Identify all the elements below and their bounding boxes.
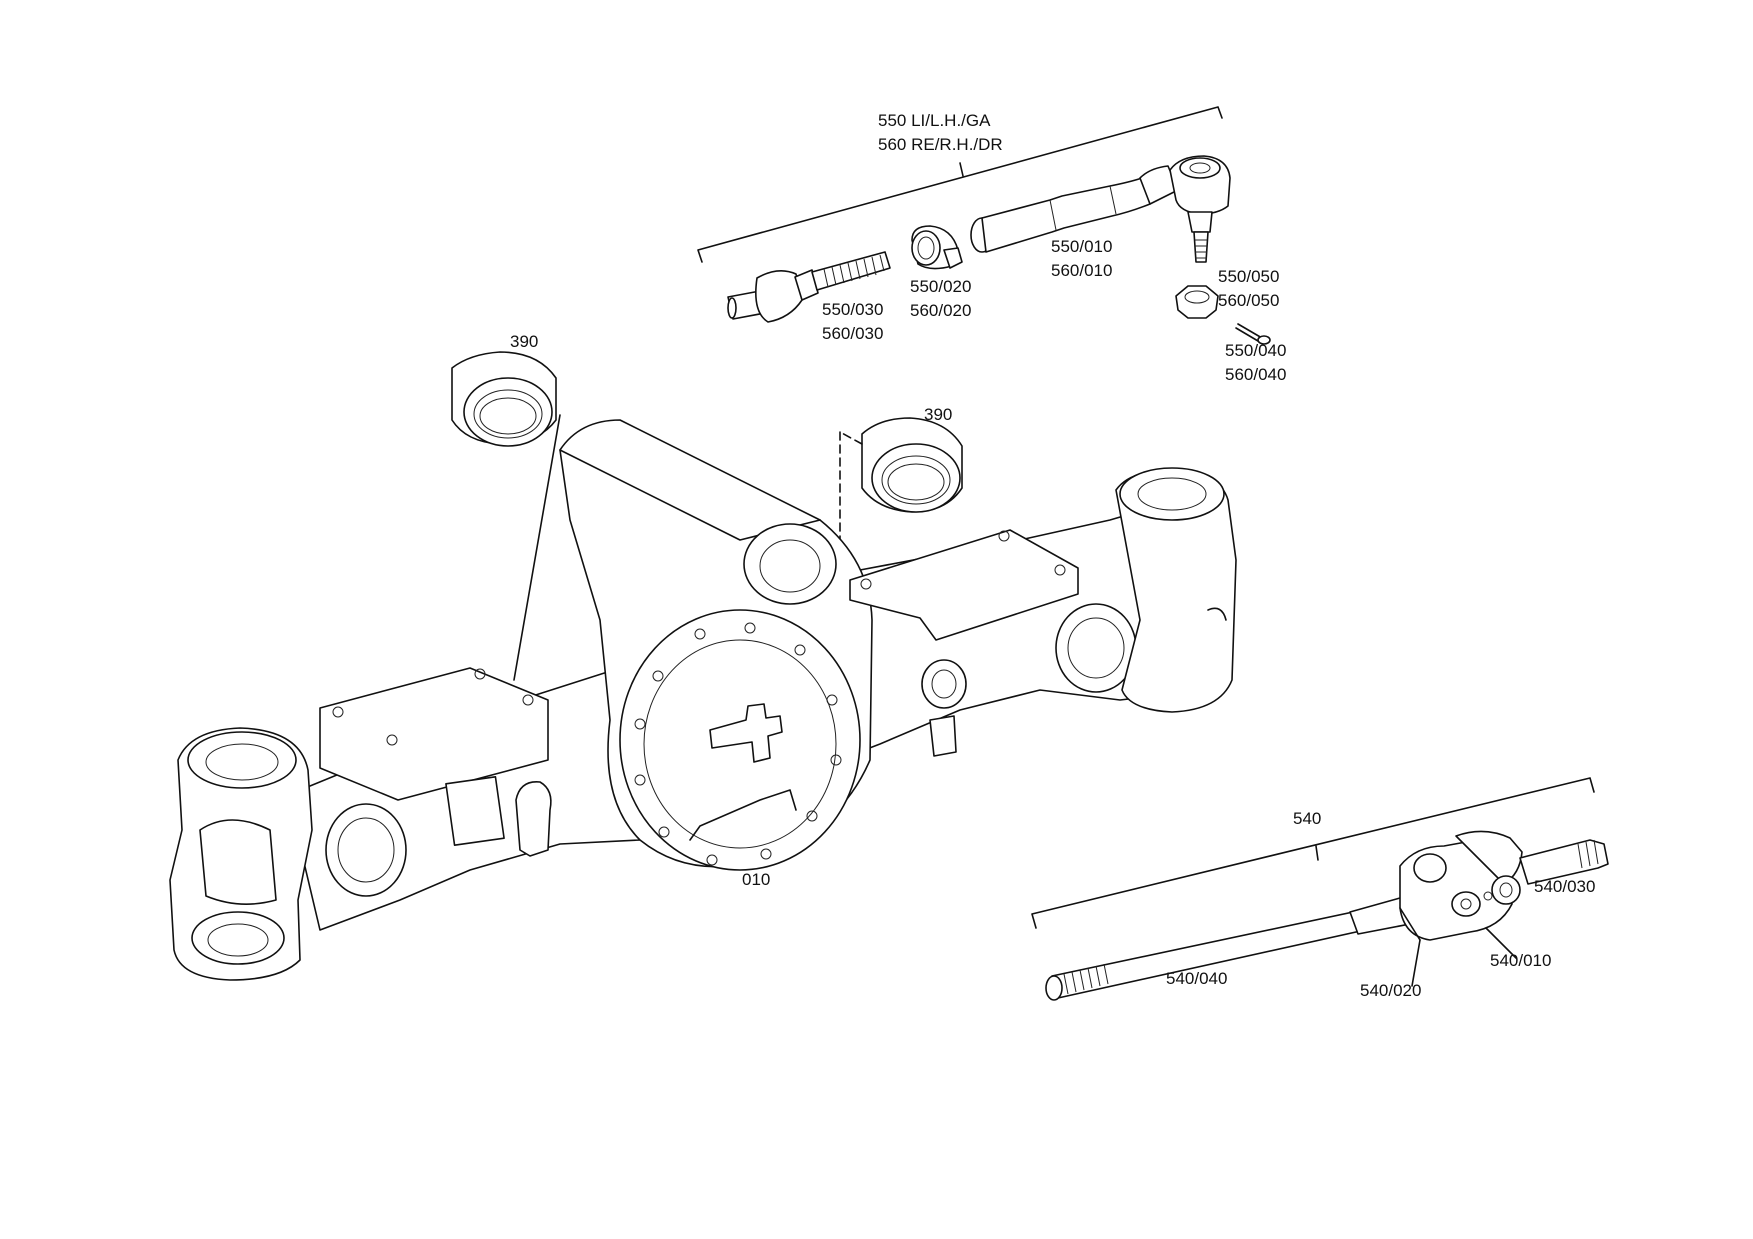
flange-bolt-holes (634, 622, 842, 866)
bushing-right (861, 417, 963, 513)
label-tie-rod-title-1: 550 LI/L.H./GA (878, 111, 991, 130)
inner-joint-part (727, 251, 891, 323)
tie-rod-tube-part (970, 155, 1231, 263)
tie-rod-group (697, 106, 1271, 345)
label-550-020: 550/020 (910, 277, 972, 296)
label-540: 540 (1293, 809, 1322, 828)
label-550-030: 550/030 (822, 300, 884, 319)
bushing-left (451, 351, 557, 447)
label-390-right: 390 (924, 405, 953, 424)
label-010: 010 (742, 870, 771, 889)
label-550-010: 550/010 (1051, 237, 1113, 256)
label-560-050: 560/050 (1218, 291, 1280, 310)
axle-shaft-group (1031, 777, 1609, 1001)
tie-rod-group-bracket (697, 106, 1223, 263)
castle-nut-part (1175, 285, 1219, 319)
label-560-030: 560/030 (822, 324, 884, 343)
leader-390-right (839, 431, 863, 445)
leader-390-left (513, 414, 561, 681)
label-tie-rod-title-2: 560 RE/R.H./DR (878, 135, 1003, 154)
axle-housing (169, 419, 1237, 981)
label-540-040: 540/040 (1166, 969, 1228, 988)
label-560-040: 560/040 (1225, 365, 1287, 384)
label-560-010: 560/010 (1051, 261, 1113, 280)
label-550-050: 550/050 (1218, 267, 1280, 286)
cotter-pin-part (1235, 323, 1271, 345)
shaft-group-bracket (1031, 777, 1595, 929)
label-540-010: 540/010 (1490, 951, 1552, 970)
label-540-030: 540/030 (1534, 877, 1596, 896)
label-390-left: 390 (510, 332, 539, 351)
label-540-020: 540/020 (1360, 981, 1422, 1000)
label-560-020: 560/020 (910, 301, 972, 320)
clamp-part (911, 225, 963, 270)
label-550-040: 550/040 (1225, 341, 1287, 360)
